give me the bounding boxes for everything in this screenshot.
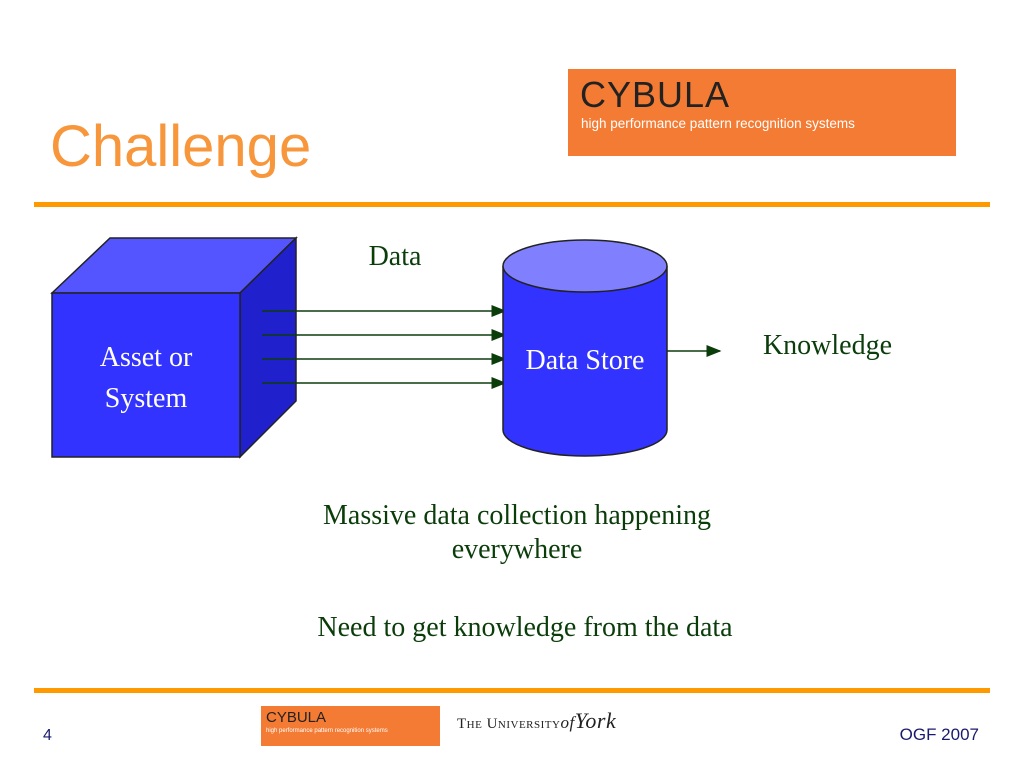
- cybula-logo: CYBULA high performance pattern recognit…: [568, 69, 956, 156]
- knowledge-label: Knowledge: [762, 330, 893, 361]
- cube-front-face: [51, 292, 241, 458]
- university-of-york-logo: The UniversityofYork: [457, 708, 616, 734]
- statement-line2: everywhere: [451, 533, 583, 565]
- statement-line1: Massive data collection happening: [323, 500, 711, 531]
- footer-logo-brand: CYBULA: [266, 709, 327, 726]
- footer-logo-tagline: high performance pattern recognition sys…: [266, 728, 388, 734]
- logo-tagline: high performance pattern recognition sys…: [581, 116, 855, 131]
- data-flow-label: Data: [368, 241, 422, 272]
- footer-cybula-logo: CYBULA high performance pattern recognit…: [261, 706, 440, 746]
- data-store-label: Data Store: [525, 345, 645, 376]
- statement-need-knowledge: Need to get knowledge from the data: [317, 612, 733, 643]
- event-label: OGF 2007: [899, 725, 979, 744]
- asset-system-label: Asset or System: [52, 337, 240, 419]
- statement-massive-data: Massive data collection happening everyw…: [212, 499, 822, 566]
- asset-label-line2: System: [104, 383, 188, 414]
- cylinder-top: [502, 239, 668, 293]
- slide-title: Challenge: [50, 114, 312, 179]
- university-prefix: The University: [457, 716, 561, 732]
- university-of: of: [560, 713, 575, 732]
- header-divider: [34, 202, 990, 207]
- asset-label-line1: Asset or: [99, 342, 193, 373]
- cylinder-body: [502, 266, 668, 457]
- university-name: York: [574, 708, 617, 733]
- footer-divider: [34, 688, 990, 693]
- page-number: 4: [43, 727, 52, 744]
- logo-brand: CYBULA: [580, 74, 731, 115]
